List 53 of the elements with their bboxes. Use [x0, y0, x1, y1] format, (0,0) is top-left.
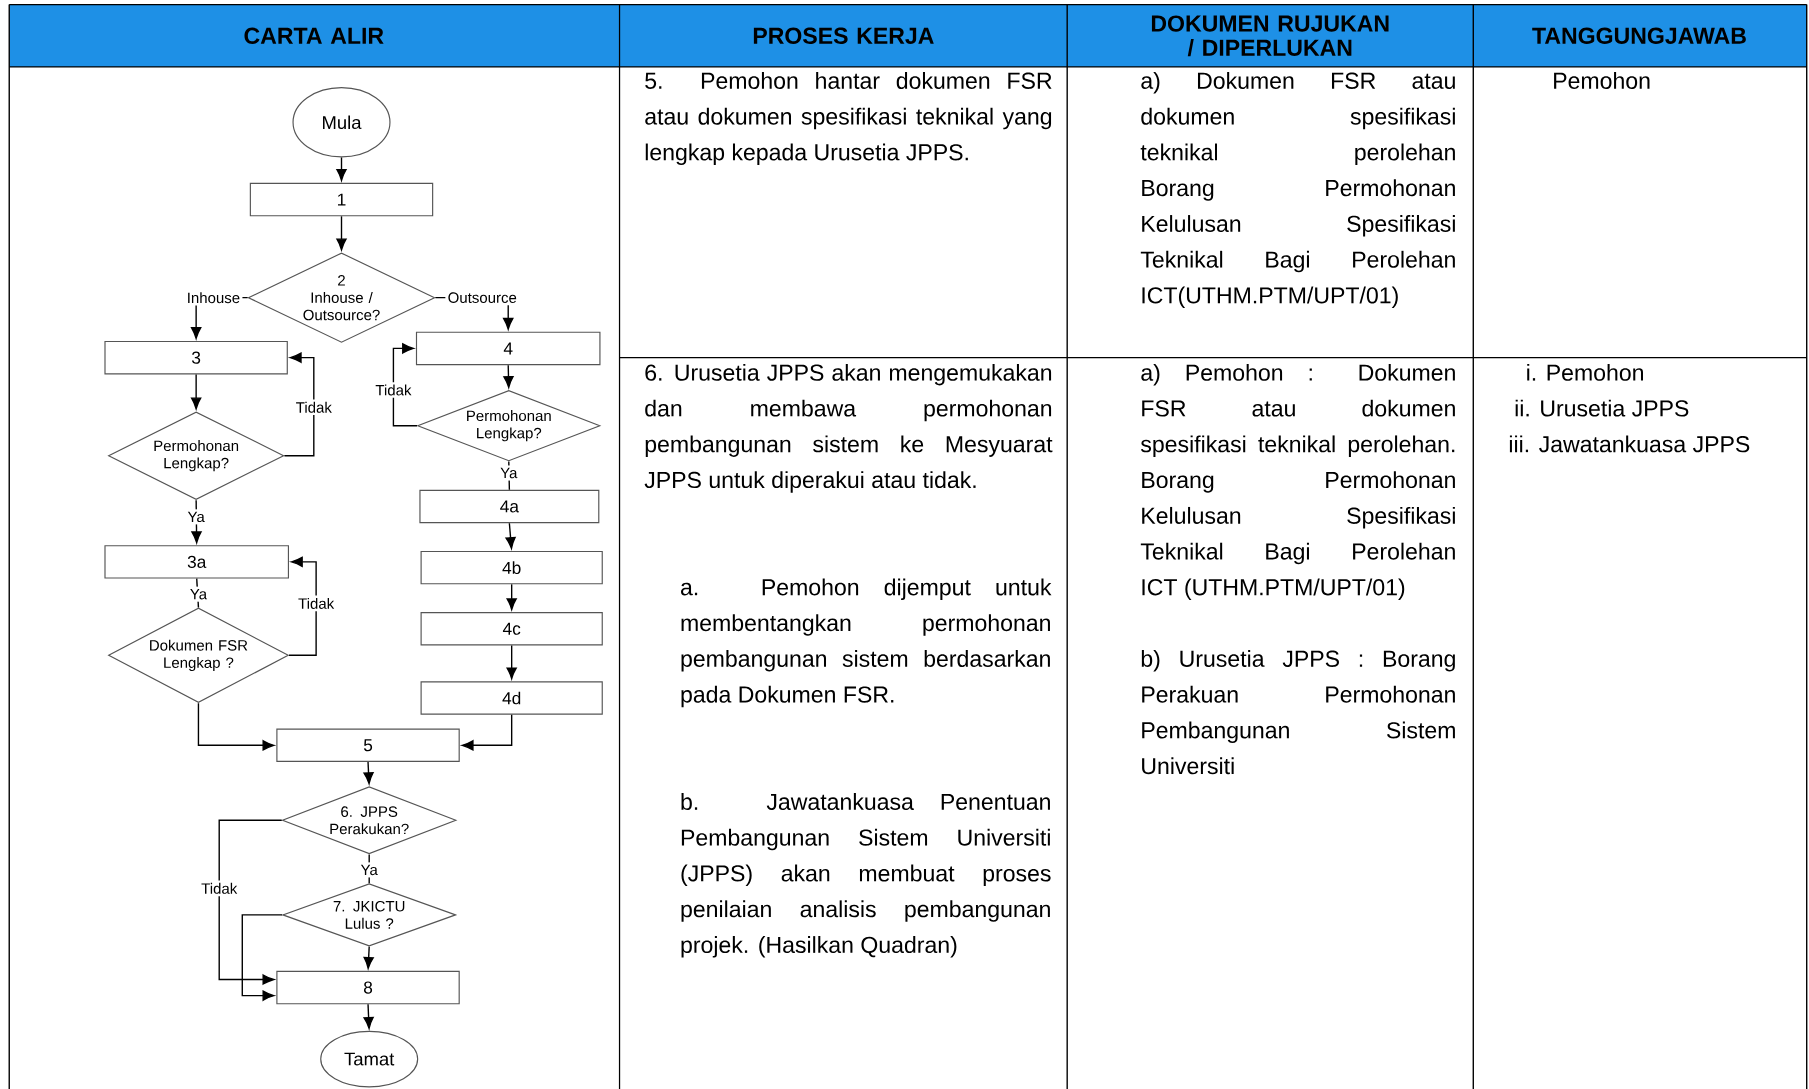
arrow [288, 556, 317, 656]
arrow [191, 499, 202, 544]
arrow [363, 761, 374, 785]
arrow [197, 702, 275, 751]
process-box: 5 [276, 728, 460, 762]
cell-text: b. Jawatankuasa Penentuan Pembangunan Sistem Universiti (JPPS) akan membuat proses penilaian analisis pembangunan projek. (Hasilkan Quadran) [681, 793, 1051, 958]
process-box: 4b [420, 550, 603, 585]
cell-text: Pemohon [1554, 71, 1650, 89]
arrow [503, 364, 514, 388]
edge-label: Ya [185, 509, 208, 525]
edge-label: Ya [497, 465, 520, 481]
arrow [241, 914, 283, 1001]
edge-label: Inhouse [184, 289, 243, 306]
cell-text: a) Dokumen FSR atau dokumen spesifikasi teknikal perolehan Borang Permohonan Kelulusan Spesifikasi Teknikal Bagi Perolehan ICT(UTHM.PTM/UPT/01) [1140, 71, 1455, 309]
arrow [392, 343, 418, 427]
edge-label: Outsource [445, 290, 520, 306]
process-box: 4a [419, 489, 600, 524]
process-box: 3 [104, 340, 288, 375]
process-box: 1 [249, 182, 434, 217]
column-header: PROSES KERJA [753, 27, 934, 44]
edge-label: Tidak [198, 880, 240, 897]
cell-text: i. Pemohon [1527, 363, 1643, 381]
edge-label: Ya [187, 586, 210, 602]
column-header: TANGGUNGJAWAB [1532, 27, 1746, 44]
process-box: 8 [276, 970, 460, 1005]
edge-label: Tidak [293, 399, 335, 416]
arrow [283, 352, 315, 457]
edge-label: Ya [358, 862, 381, 878]
arrow [336, 156, 347, 181]
process-box: 4d [420, 681, 603, 715]
edge-label: Tidak [373, 382, 414, 398]
cell-text: a) Pemohon : Dokumen FSR atau dokumen spesifikasi teknikal perolehan. Borang Permohonan Kelulusan Spesifikasi Teknikal Bagi Perolehan ICT (UTHM.PTM/UPT/01) [1140, 363, 1455, 600]
arrow [363, 945, 374, 969]
cell-text: ii. Urusetia JPPS [1515, 399, 1689, 417]
edge-label: Tidak [295, 595, 337, 612]
arrow [506, 644, 517, 680]
cell-text: iii. Jawatankuasa JPPS [1509, 435, 1750, 453]
arrow [505, 522, 516, 549]
process-box: 4 [415, 331, 601, 366]
arrow [218, 819, 283, 985]
arrow [506, 583, 517, 611]
process-box: 4c [420, 612, 603, 646]
column-header: CARTA ALIR [244, 27, 384, 44]
arrow [461, 714, 513, 751]
arrow [190, 373, 202, 410]
cell-text: 5. Pemohon hantar dokumen FSR atau dokumen spesifikasi teknikal yang lengkap kepada Urusetia JPPS. [645, 71, 1052, 165]
cell-text: 6. Urusetia JPPS akan mengemukakan dan membawa permohonan pembangunan sistem ke Mesyuarat JPPS untuk diperakui atau tidak. [644, 363, 1053, 493]
cell-text: b) Urusetia JPPS : Borang Perakuan Permohonan Pembangunan Sistem Universiti [1141, 649, 1455, 775]
cell-text: a. Pemohon dijemput untuk membentangkan permohonan pembangunan sistem berdasarkan pada Dokumen FSR. [681, 578, 1052, 708]
process-box: 3a [104, 545, 289, 579]
arrow [363, 1003, 374, 1029]
arrow [336, 215, 347, 251]
column-header: DOKUMEN RUJUKAN / DIPERLUKAN [1151, 15, 1389, 57]
